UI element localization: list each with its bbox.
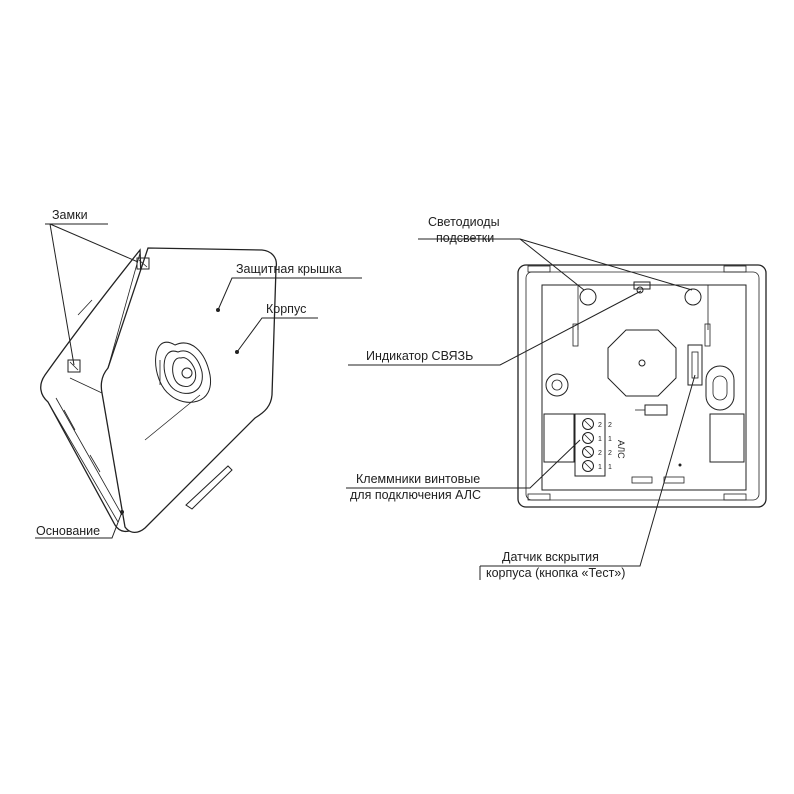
label-base: Основание — [36, 524, 100, 538]
terminal-pin-label: 2 — [598, 450, 602, 457]
lock-bottom — [67, 359, 81, 373]
terminal-pin-label: 1 — [608, 464, 612, 471]
tamper-switch — [687, 344, 703, 386]
device-top-cover — [100, 247, 278, 534]
terminal-pin-label: 1 — [598, 436, 602, 443]
terminal-pin-label: 2 — [608, 422, 612, 429]
reader-rings-icon — [155, 341, 211, 403]
terminal-pin-label: 1 — [598, 464, 602, 471]
housing-outer — [517, 264, 767, 508]
backlight-led-right — [684, 288, 702, 306]
pcb-board — [541, 284, 747, 491]
label-backlight-leds-line2: подсветки — [436, 231, 494, 245]
label-screw-terminals-line2: для подключения АЛС — [350, 488, 481, 502]
label-housing: Корпус — [266, 302, 306, 316]
screw-terminal-block: 2 1 2 1 2 1 2 1 АЛС — [574, 413, 626, 477]
label-backlight-leds-line1: Светодиоды — [428, 215, 500, 229]
leader-lines — [35, 223, 696, 580]
center-component — [607, 329, 677, 397]
lock-top — [136, 257, 150, 270]
device-internal-view: 2 1 2 1 2 1 2 1 АЛС — [517, 264, 767, 508]
terminal-pin-label: 1 — [608, 436, 612, 443]
label-screw-terminals-line1: Клеммники винтовые — [356, 472, 480, 486]
device-3d-view — [40, 247, 278, 534]
label-tamper-sensor-line1: Датчик вскрытия — [502, 550, 599, 564]
label-tamper-sensor-line2: корпуса (кнопка «Тест») — [486, 566, 625, 580]
backlight-led-left — [579, 288, 597, 306]
label-locks: Замки — [52, 208, 88, 222]
link-indicator — [633, 281, 651, 290]
label-link-indicator: Индикатор СВЯЗЬ — [366, 349, 473, 363]
terminal-pin-label: 2 — [598, 422, 602, 429]
brand-logo-icon — [185, 465, 233, 510]
terminal-pin-label: 2 — [608, 450, 612, 457]
terminal-bus-label: АЛС — [616, 440, 626, 459]
label-protective-cover: Защитная крышка — [236, 262, 342, 276]
